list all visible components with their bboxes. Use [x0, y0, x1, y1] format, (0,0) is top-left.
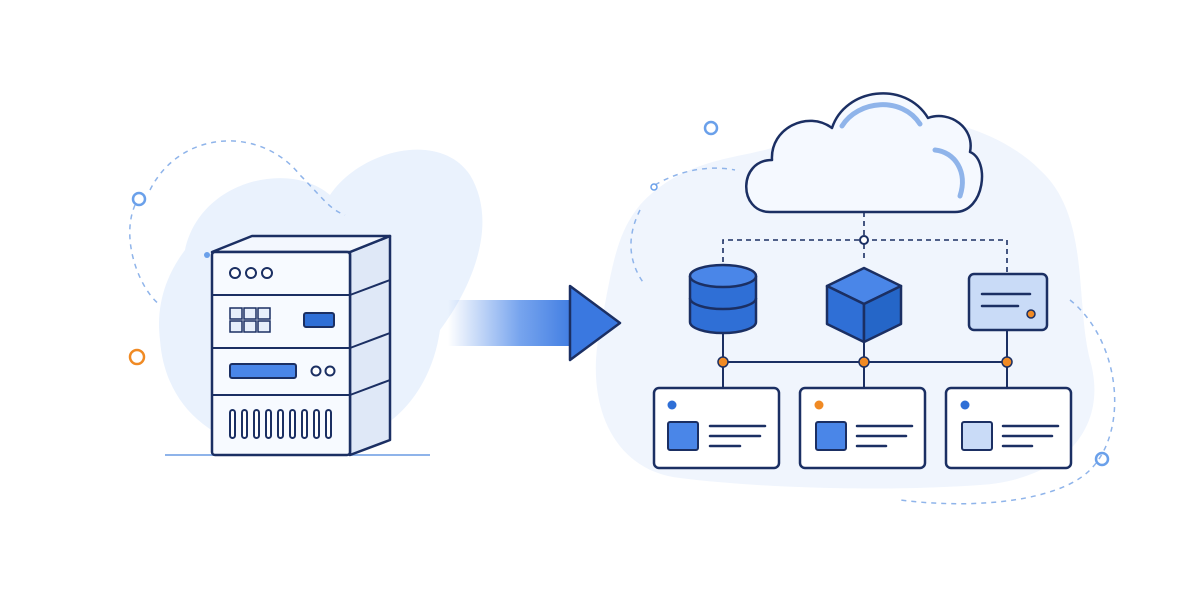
- server-drive-grid: [229, 307, 271, 333]
- bus-junction-dots: [717, 356, 1013, 368]
- node-card-icon: [652, 386, 781, 470]
- migration-arrow-icon: [448, 284, 622, 362]
- node-card-icon: [798, 386, 927, 470]
- decor-ring-blue-top: [703, 120, 719, 136]
- node-tile: [961, 421, 993, 451]
- node-tile: [667, 421, 699, 451]
- node-status-dot: [814, 400, 824, 410]
- decor-ring-blue-left: [131, 191, 147, 207]
- database-cylinder-icon: [688, 263, 758, 335]
- decor-dot-small: [650, 183, 658, 191]
- right-dashed-curve-bottom: [899, 299, 1116, 505]
- cloud-icon: [745, 92, 984, 214]
- node-status-dot: [667, 400, 677, 410]
- server-vents: [229, 409, 332, 439]
- node-status-dot: [960, 400, 970, 410]
- cloud-junction-dot: [859, 235, 869, 245]
- cube-icon: [825, 266, 903, 344]
- right-dashed-curve-top: [654, 167, 736, 186]
- left-dashed-curve: [149, 140, 346, 216]
- left-dashed-curve-lower: [129, 204, 161, 306]
- server-tower-icon: [165, 234, 430, 457]
- decor-ring-blue-right: [1094, 451, 1110, 467]
- decor-ring-orange-left: [128, 348, 146, 366]
- server-slot-wide: [229, 363, 297, 379]
- decor-dot-small-left: [204, 252, 210, 258]
- server-indicator-lights: [229, 267, 273, 279]
- right-dashed-curve-left: [630, 209, 646, 286]
- node-tile: [815, 421, 847, 451]
- window-card-icon: [967, 272, 1049, 332]
- node-card-icon: [944, 386, 1073, 470]
- server-slot-small: [303, 312, 335, 328]
